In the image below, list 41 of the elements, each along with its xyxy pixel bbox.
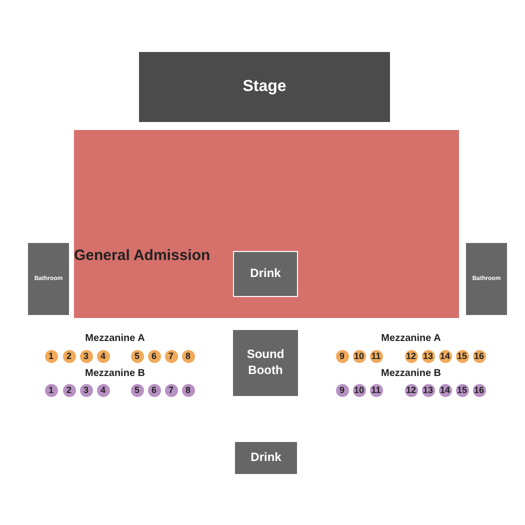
seat-circle: 15 — [456, 384, 468, 396]
seat-circle: 10 — [352, 350, 366, 362]
seat-circle: 3 — [80, 384, 92, 396]
seat-circle: 12 — [404, 350, 418, 362]
seat-circle: 11 — [370, 350, 382, 362]
seat-circle: 9 — [336, 350, 348, 362]
seat-circle: 16 — [472, 350, 486, 362]
seat-circle: 1 — [44, 384, 58, 396]
section-label: Mezzanine B — [381, 368, 441, 379]
seat-circle: 2 — [62, 350, 76, 362]
seat-circle: 13 — [422, 350, 434, 362]
drink-area: Drink — [233, 251, 298, 297]
seat-circle: 14 — [438, 384, 452, 396]
seat-circle: 13 — [422, 384, 434, 396]
seat-circle: 8 — [182, 384, 194, 396]
seat-circle: 4 — [96, 384, 110, 396]
general-admission-area: General Admission Drink — [74, 130, 459, 318]
seat-circle: 7 — [164, 384, 178, 396]
stage-area: Stage — [139, 52, 390, 122]
sound-booth-area: Sound Booth — [233, 330, 298, 396]
seat-circle: 2 — [62, 384, 76, 396]
seat-circle: 5 — [130, 384, 144, 396]
section-label: Mezzanine A — [85, 333, 145, 344]
drink-area: Drink — [235, 442, 297, 474]
seat-circle: 6 — [148, 350, 160, 362]
seat-circle: 5 — [130, 350, 144, 362]
seat-circle: 9 — [336, 384, 348, 396]
seat-circle: 12 — [404, 384, 418, 396]
seat-circle: 15 — [456, 350, 468, 362]
section-label: Mezzanine B — [85, 368, 145, 379]
seat-circle: 14 — [438, 350, 452, 362]
seat-circle: 8 — [182, 350, 194, 362]
seat-circle: 10 — [352, 384, 366, 396]
seat-circle: 3 — [80, 350, 92, 362]
seat-circle: 16 — [472, 384, 486, 396]
seat-circle: 4 — [96, 350, 110, 362]
seat-circle: 6 — [148, 384, 160, 396]
seat-circle: 11 — [370, 384, 382, 396]
seat-circle: 7 — [164, 350, 178, 362]
seat-circle: 1 — [44, 350, 58, 362]
section-label: Mezzanine A — [381, 333, 441, 344]
